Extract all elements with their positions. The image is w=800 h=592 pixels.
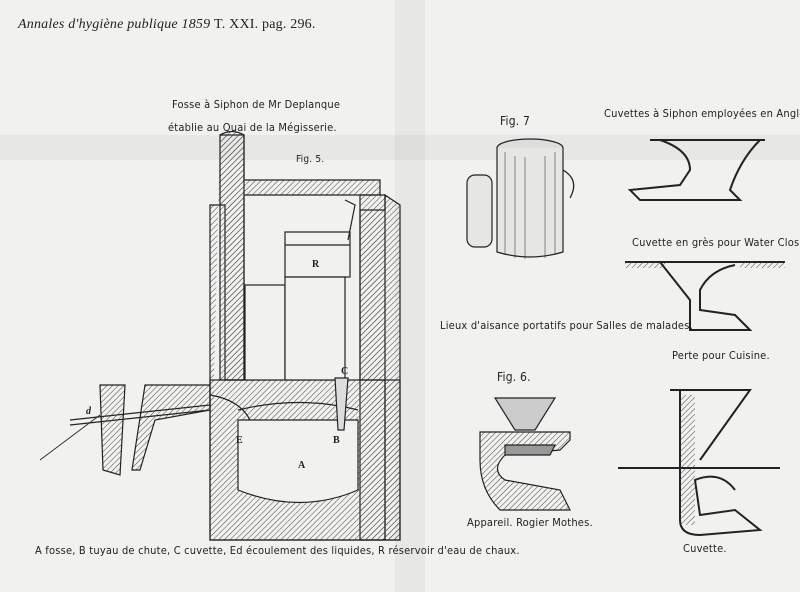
plate-header: Annales d'hygiène publique 1859 T. XXI. …	[18, 17, 316, 33]
fig7-portable-bucket	[466, 138, 575, 259]
english-title: Cuvettes à Siphon employées en Angleterr…	[604, 107, 800, 120]
english-item2-caption: Perte pour Cuisine.	[672, 349, 770, 362]
label-E: E	[236, 435, 243, 446]
fig6-caption: Appareil. Rogier Mothes.	[467, 516, 593, 529]
fig7-label: Fig. 7	[500, 114, 531, 128]
fig5-label: Fig. 5.	[296, 154, 325, 165]
label-C: C	[341, 366, 349, 377]
label-A: A	[298, 460, 306, 471]
fig6-rogier-mothes-apparatus	[479, 397, 571, 511]
fig5-caption: A fosse, B tuyau de chute, C cuvette, Ed…	[35, 544, 520, 557]
english-siphon-basins	[618, 139, 785, 537]
journal-volume: T. XXI.	[214, 17, 259, 32]
portable-caption: Lieux d'aisance portatifs pour Salles de…	[440, 319, 693, 332]
journal-year: 1859	[181, 17, 211, 32]
fig5-title-line1: Fosse à Siphon de Mr Deplanque	[172, 98, 341, 111]
english-item1-caption: Cuvette en grès pour Water Closet.	[632, 236, 800, 249]
label-d: d	[86, 406, 91, 417]
journal-title: Annales d'hygiène publique	[18, 17, 178, 32]
fig5-cesspool-section	[39, 130, 401, 541]
journal-page: pag. 296.	[262, 17, 316, 32]
english-item3-caption: Cuvette.	[683, 542, 727, 555]
label-B: B	[333, 435, 340, 446]
fig6-label: Fig. 6.	[497, 370, 531, 384]
fig5-title-line2: établie au Quai de la Mégisserie.	[168, 121, 337, 134]
label-R: R	[312, 259, 320, 270]
